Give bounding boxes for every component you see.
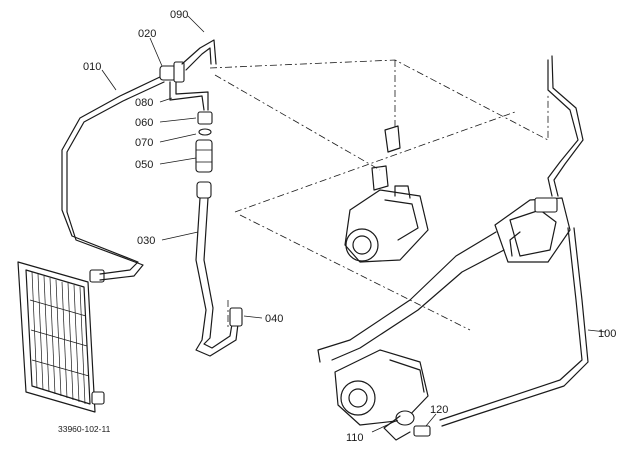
projection-lines bbox=[209, 59, 549, 331]
part-label-060: 060 bbox=[135, 117, 153, 129]
part-label-100: 100 bbox=[598, 328, 616, 340]
condenser bbox=[17, 261, 105, 413]
part-label-010: 010 bbox=[83, 61, 101, 73]
evaporator bbox=[494, 197, 571, 263]
long-hose bbox=[317, 231, 505, 363]
part-label-080: 080 bbox=[135, 97, 153, 109]
compressor bbox=[344, 125, 429, 263]
leader-lines bbox=[101, 15, 607, 433]
part-label-020: 020 bbox=[138, 28, 156, 40]
part-label-030: 030 bbox=[137, 235, 155, 247]
drawing-number: 33960-102-11 bbox=[58, 424, 111, 434]
part-label-040: 040 bbox=[265, 313, 283, 325]
hose-030 bbox=[195, 197, 243, 357]
part-label-110: 110 bbox=[346, 432, 364, 444]
fitting-cluster bbox=[159, 39, 217, 199]
part-label-090: 090 bbox=[170, 9, 188, 21]
lower-compressor bbox=[334, 349, 431, 441]
part-labels: 010 020 090 080 060 070 050 030 040 100 … bbox=[58, 9, 616, 444]
part-label-120: 120 bbox=[430, 404, 448, 416]
pipe-010 bbox=[61, 75, 165, 281]
part-label-070: 070 bbox=[135, 137, 153, 149]
pipe-100 bbox=[439, 55, 589, 427]
part-label-050: 050 bbox=[135, 159, 153, 171]
